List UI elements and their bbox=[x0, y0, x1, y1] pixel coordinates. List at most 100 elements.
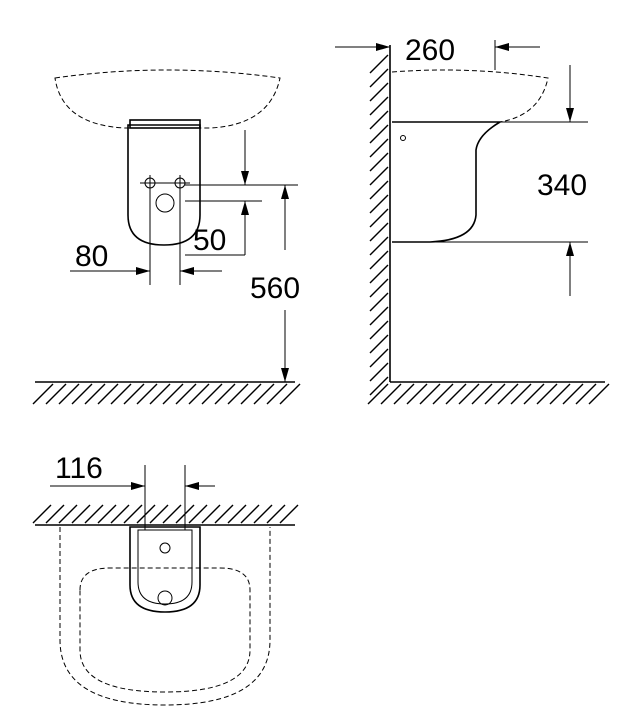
hatch-line bbox=[523, 383, 545, 405]
hatch-line bbox=[58, 383, 80, 405]
hatch-line bbox=[110, 504, 130, 524]
hatch-line bbox=[432, 383, 454, 405]
hatch-line bbox=[369, 320, 389, 340]
hatch-line bbox=[123, 504, 143, 524]
hatch-line bbox=[58, 504, 78, 524]
hatch-line bbox=[369, 68, 389, 88]
dim-260: 260 bbox=[405, 34, 455, 67]
hatch-line bbox=[136, 383, 158, 405]
basin-outline bbox=[54, 69, 281, 129]
hatch-line bbox=[279, 383, 301, 405]
hatch-line bbox=[162, 383, 184, 405]
hatch-line bbox=[369, 362, 389, 382]
hatch-line bbox=[484, 383, 506, 405]
hatch-line bbox=[188, 383, 210, 405]
hatch-line bbox=[97, 383, 119, 405]
hatch-line bbox=[369, 250, 389, 270]
hatch-line bbox=[369, 376, 389, 396]
basin-bowl-outline bbox=[79, 567, 251, 693]
basin-plan-outline bbox=[59, 527, 271, 706]
hatch-line bbox=[84, 504, 104, 524]
hatch-line bbox=[380, 383, 402, 405]
hatch-line bbox=[445, 383, 467, 405]
hatch-line bbox=[253, 383, 275, 405]
hatch-line bbox=[588, 383, 610, 405]
hatch-line bbox=[201, 504, 221, 524]
hatch-line bbox=[406, 383, 428, 405]
hatch-line bbox=[369, 222, 389, 242]
hatch-line bbox=[575, 383, 597, 405]
basin-side-outline bbox=[391, 69, 549, 123]
hatch-line bbox=[227, 504, 247, 524]
hatch-line bbox=[369, 96, 389, 116]
hatch-line bbox=[188, 504, 208, 524]
hatch-line bbox=[497, 383, 519, 405]
hatch-line bbox=[549, 383, 571, 405]
hatch-line bbox=[369, 292, 389, 312]
hatch-line bbox=[369, 180, 389, 200]
hatch-line bbox=[175, 383, 197, 405]
hatch-line bbox=[369, 278, 389, 298]
hatch-line bbox=[369, 110, 389, 130]
hatch-line bbox=[369, 334, 389, 354]
hatch-line bbox=[393, 383, 415, 405]
dim-560: 560 bbox=[250, 272, 300, 305]
hatch-line bbox=[71, 383, 93, 405]
dim-50: 50 bbox=[193, 224, 226, 257]
hatch-line bbox=[71, 504, 91, 524]
hatch-line bbox=[32, 383, 54, 405]
hatch-line bbox=[136, 504, 156, 524]
wall-hatch-plan bbox=[32, 504, 299, 524]
pedestal-side bbox=[392, 121, 503, 243]
hatch-line bbox=[110, 383, 132, 405]
hatch-line bbox=[279, 504, 299, 524]
hatch-line bbox=[458, 383, 480, 405]
pedestal-plan bbox=[129, 526, 201, 613]
hatch-line bbox=[369, 208, 389, 228]
hatch-line bbox=[369, 236, 389, 256]
hatch-line bbox=[266, 504, 286, 524]
hatch-line bbox=[369, 54, 389, 74]
drain-hole bbox=[155, 193, 175, 213]
wall-hatch bbox=[369, 54, 389, 396]
hatch-line bbox=[536, 383, 558, 405]
hatch-line bbox=[419, 383, 441, 405]
hatch-line bbox=[369, 348, 389, 368]
front-view: 50 80 560 bbox=[32, 69, 301, 405]
dim-340: 340 bbox=[537, 169, 587, 202]
hatch-line bbox=[149, 383, 171, 405]
hatch-line bbox=[369, 264, 389, 284]
hatch-line bbox=[510, 383, 532, 405]
side-view: 260 340 bbox=[335, 34, 610, 405]
hatch-line bbox=[45, 383, 67, 405]
hatch-line bbox=[369, 166, 389, 186]
hatch-line bbox=[149, 504, 169, 524]
half-pedestal bbox=[127, 124, 201, 246]
hatch-line bbox=[214, 504, 234, 524]
hatch-line bbox=[240, 383, 262, 405]
dim-116: 116 bbox=[55, 452, 103, 485]
hatch-line bbox=[369, 306, 389, 326]
hatch-line bbox=[162, 504, 182, 524]
hatch-line bbox=[266, 383, 288, 405]
hatch-line bbox=[201, 383, 223, 405]
hatch-line bbox=[369, 138, 389, 158]
hatch-line bbox=[471, 383, 493, 405]
hatch-line bbox=[253, 504, 273, 524]
hatch-line bbox=[45, 504, 65, 524]
hatch-line bbox=[214, 383, 236, 405]
hatch-line bbox=[369, 152, 389, 172]
plan-view: 116 bbox=[32, 452, 299, 706]
hatch-line bbox=[240, 504, 260, 524]
hatch-line bbox=[97, 504, 117, 524]
hatch-line bbox=[369, 194, 389, 214]
hatch-line bbox=[32, 504, 52, 524]
floor-hatch bbox=[32, 383, 301, 405]
hatch-line bbox=[369, 124, 389, 144]
dim-80: 80 bbox=[75, 240, 108, 273]
hatch-line bbox=[227, 383, 249, 405]
hatch-line bbox=[84, 383, 106, 405]
hatch-line bbox=[562, 383, 584, 405]
hatch-line bbox=[369, 82, 389, 102]
